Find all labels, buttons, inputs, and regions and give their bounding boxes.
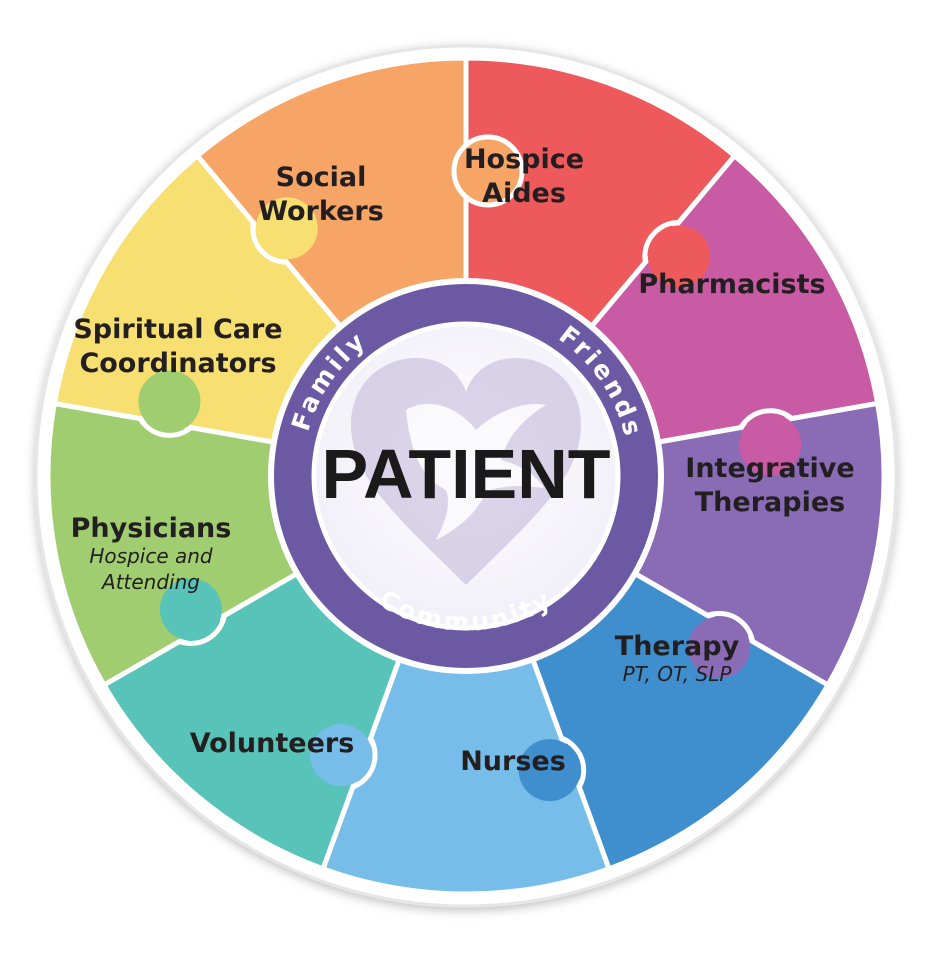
puzzle-knob-fill-spiritual-care-coordinators — [255, 197, 318, 260]
puzzle-knob-fill-social-workers — [457, 140, 519, 202]
puzzle-knob-fill-nurses — [310, 724, 373, 787]
puzzle-knob-fill-therapy — [518, 739, 581, 802]
puzzle-knob-fill-physicians — [138, 370, 201, 433]
puzzle-knob-fill-volunteers — [159, 578, 222, 641]
heart-dove-icon — [351, 358, 581, 585]
segment-label-nurses: Nurses — [460, 746, 566, 777]
segments — [45, 55, 887, 897]
puzzle-knob-fill-hospice-aides — [647, 225, 710, 288]
segment-label-volunteers: Volunteers — [190, 728, 355, 759]
puzzle-knob-fill-pharmacists — [739, 413, 802, 476]
patient-title: PATIENT — [321, 435, 610, 513]
puzzle-knob-fill-integrative-therapies — [688, 616, 751, 679]
segment-label-pharmacists: Pharmacists — [638, 269, 825, 300]
